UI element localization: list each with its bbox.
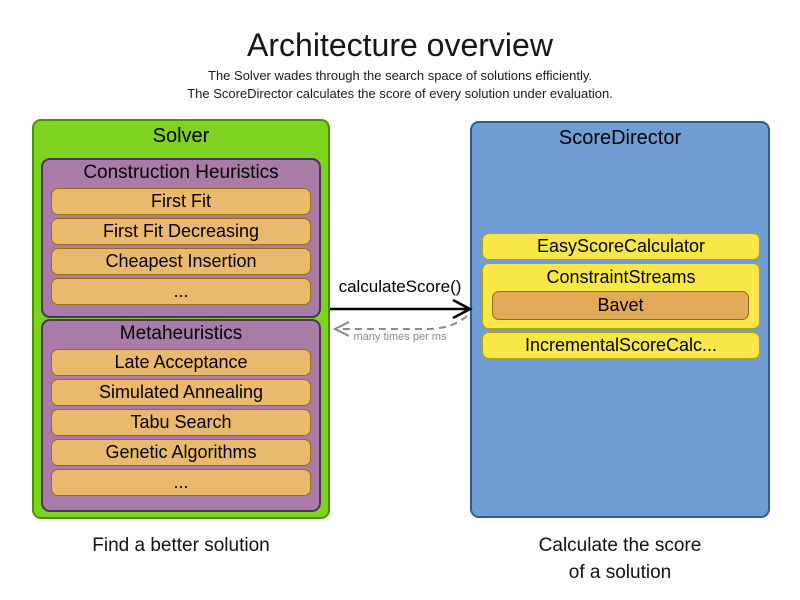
list-item: Genetic Algorithms: [51, 439, 311, 466]
calculate-score-arrow: [330, 298, 473, 320]
many-times-per-ms-label: many times per ms: [353, 331, 447, 343]
solver-box: Solver Construction Heuristics First Fit…: [32, 119, 330, 519]
construction-heuristics-box: Construction Heuristics First Fit First …: [41, 158, 321, 318]
list-item: ...: [51, 278, 311, 305]
list-item: ...: [51, 469, 311, 496]
list-item: Tabu Search: [51, 409, 311, 436]
list-item: Simulated Annealing: [51, 379, 311, 406]
score-director-caption: Calculate the score of a solution: [470, 532, 770, 586]
subtitle-line-1: The Solver wades through the search spac…: [208, 68, 592, 83]
page-title: Architecture overview: [247, 27, 553, 63]
list-item: First Fit Decreasing: [51, 218, 311, 245]
list-item: Late Acceptance: [51, 349, 311, 376]
constraint-streams-box: ConstraintStreams Bavet: [482, 263, 760, 329]
metaheuristics-title: Metaheuristics: [119, 323, 243, 344]
score-director-caption-line-1: Calculate the score: [538, 535, 702, 556]
score-director-caption-line-2: of a solution: [568, 562, 672, 583]
easy-score-calculator-box: EasyScoreCalculator: [482, 233, 760, 260]
solver-title: Solver: [152, 125, 210, 147]
score-director-title: ScoreDirector: [558, 127, 682, 149]
construction-heuristics-title: Construction Heuristics: [83, 162, 279, 183]
bavet-box: Bavet: [492, 291, 749, 320]
list-item: Cheapest Insertion: [51, 248, 311, 275]
many-times-return-arrow: [332, 315, 468, 337]
constraint-streams-label: ConstraintStreams: [546, 267, 696, 287]
incremental-score-calculator-box: IncrementalScoreCalc...: [482, 332, 760, 359]
solver-caption: Find a better solution: [92, 535, 270, 556]
list-item: First Fit: [51, 188, 311, 215]
subtitle-line-2: The ScoreDirector calculates the score o…: [187, 86, 613, 101]
calculate-score-label: calculateScore(): [338, 277, 462, 296]
connection-arrows: [330, 298, 473, 337]
metaheuristics-box: Metaheuristics Late Acceptance Simulated…: [41, 319, 321, 512]
score-director-box: ScoreDirector EasyScoreCalculator Constr…: [470, 121, 770, 518]
